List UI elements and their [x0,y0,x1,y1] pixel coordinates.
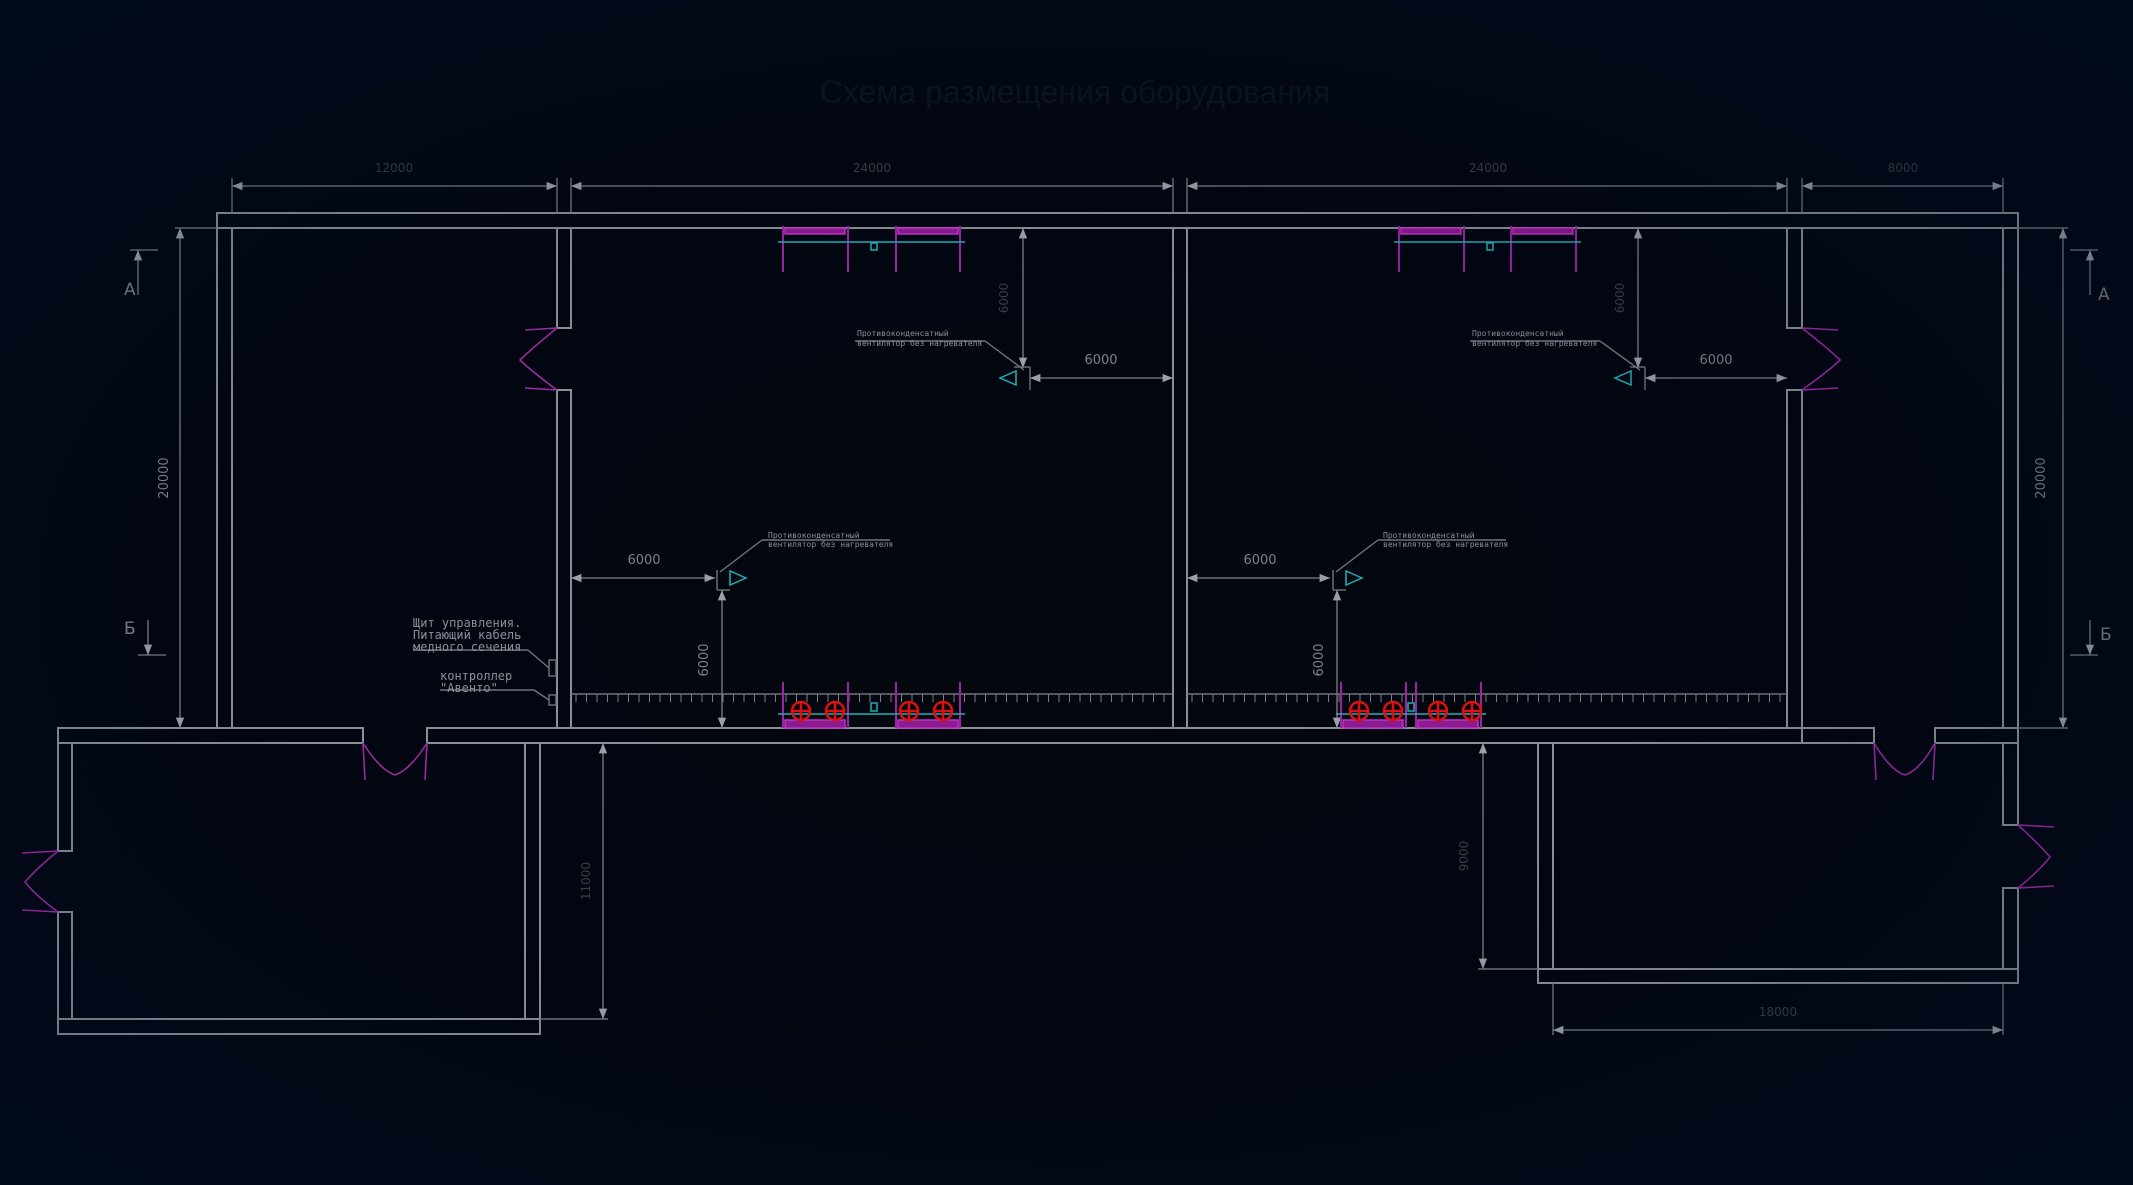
fan-note-room1-top-line2: вентилятор без нагревателя [857,338,982,348]
bottom-equipment-room2 [1336,682,1486,729]
exhaust-fan [898,700,920,722]
panel-label-line1: Щит управления. [413,616,521,630]
control-panel-annotation: Щит управления. Питающий кабель медного … [413,616,557,706]
section-mark-a-left: А [124,280,136,300]
exhaust-fan [1427,700,1449,722]
dim-height-left: 20000 [157,457,172,498]
dim-room1-top-vertical: 6000 [997,283,1011,314]
dim-bottom-left: 11000 [579,862,593,900]
doors [21,327,2055,913]
fan-note-room2-left-line1: Противоконденсатный [1383,531,1475,540]
dim-room1-left-horizontal: 6000 [627,553,660,568]
section-marks: А А Б Б [124,249,2112,656]
fan-markers [716,366,1646,591]
section-mark-b-left: Б [124,619,136,639]
fan-notes: Противоконденсатный вентилятор без нагре… [719,329,1641,573]
dim-room1-top-horizontal: 6000 [1084,353,1117,368]
walls [57,212,2019,1035]
top-equipment-room1 [778,226,965,272]
dim-top-4: 8000 [1888,161,1919,175]
exhaust-fan [1382,700,1404,722]
dim-room2-left-vertical: 6000 [1312,643,1327,676]
controller-label-line2: "Авенто" [440,681,498,695]
drawing-title: Схема размещения оборудования [820,74,1331,110]
dim-top-2: 24000 [853,161,891,175]
dim-top-3: 24000 [1469,161,1507,175]
panel-label-line2: Питающий кабель [413,628,521,642]
dim-height-right: 20000 [2034,457,2049,498]
exhaust-fan [1348,700,1370,722]
controller-label-line1: контроллер [440,669,512,683]
fan-note-room1-top-line1: Противоконденсатный [857,329,949,338]
section-mark-b-right: Б [2100,625,2112,645]
section-mark-a-right: А [2098,285,2110,305]
fan-note-room2-top-line2: вентилятор без нагревателя [1472,338,1597,348]
dim-bottom-right-horizontal: 18000 [1759,1005,1797,1019]
top-equipment-room2 [1394,226,1581,272]
exhaust-fan [824,700,846,722]
exhaust-fan [790,700,812,722]
panel-label-line3: медного сечения [413,640,521,654]
bottom-equipment-room1 [778,682,965,729]
exhaust-fan [1461,700,1483,722]
exhaust-fan [932,700,954,722]
dim-room2-top-horizontal: 6000 [1699,353,1732,368]
dimensions: 12000 24000 24000 8000 20000 20000 11000… [157,161,2068,1035]
fan-note-room1-left-line1: Противоконденсатный [768,531,860,540]
dim-bottom-right-vertical: 9000 [1457,841,1471,872]
fan-note-room2-left-line2: вентилятор без нагревателя [1383,539,1508,549]
dim-room2-left-horizontal: 6000 [1243,553,1276,568]
dim-room2-top-vertical: 6000 [1613,283,1627,314]
dim-top-1: 12000 [375,161,413,175]
bottom-rail [571,693,1787,702]
dim-room1-left-vertical: 6000 [697,643,712,676]
fan-note-room1-left-line2: вентилятор без нагревателя [768,539,893,549]
fan-note-room2-top-line1: Противоконденсатный [1472,329,1564,338]
